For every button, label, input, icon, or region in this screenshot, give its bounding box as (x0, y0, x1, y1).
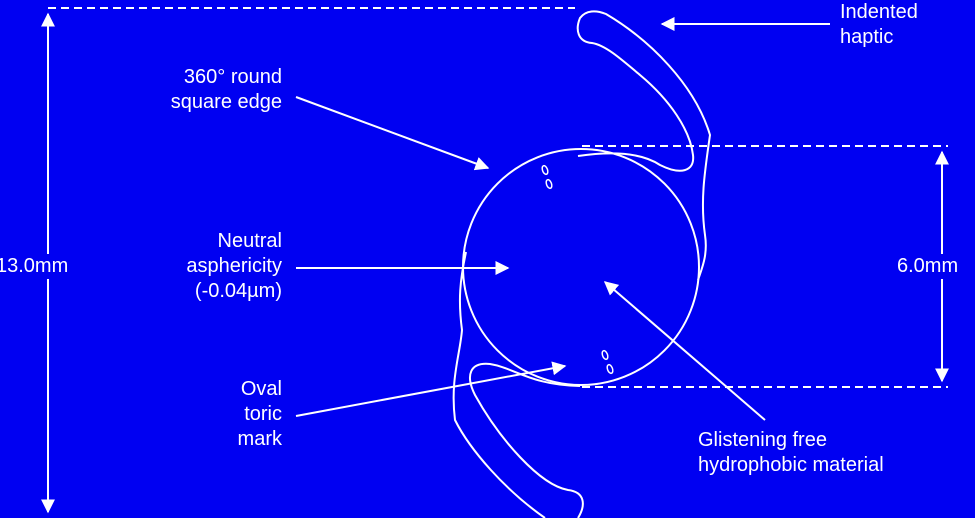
label-line: Indented (840, 1, 918, 23)
toric-mark-bottom-1 (601, 349, 609, 361)
label-line: square edge (170, 91, 282, 113)
label-line: mark (237, 428, 282, 450)
label-line: Glistening free (698, 429, 827, 451)
label-line: hydrophobic material (698, 454, 884, 476)
asphericity-label: Neutral asphericity (-0.04µm) (186, 229, 282, 304)
toric-mark-arrow (295, 361, 567, 417)
round-edge-arrow (295, 96, 490, 171)
indented-haptic-label: Indented haptic (840, 0, 918, 50)
label-line: haptic (840, 26, 894, 48)
label-line: asphericity (186, 255, 282, 277)
material-label: Glistening free hydrophobic material (698, 428, 884, 478)
label-line: Neutral (217, 230, 282, 252)
round-edge-label: 360° round square edge (171, 65, 282, 115)
overall-dimension-label: 13.0mm (0, 254, 71, 279)
toric-mark-label: Oval toric mark (238, 377, 282, 452)
label-line: (-0.04µm) (194, 280, 282, 302)
optic-dimension-label: 6.0mm (897, 254, 959, 279)
label-line: toric (244, 403, 282, 425)
toric-mark-bottom-2 (606, 363, 614, 375)
label-line: 360° round (183, 66, 282, 88)
label-line: Oval (240, 378, 282, 400)
material-arrow (603, 281, 766, 421)
toric-mark-top-2 (545, 178, 553, 190)
upper-haptic (576, 10, 712, 281)
lower-haptic (452, 251, 584, 518)
toric-mark-top-1 (541, 164, 549, 176)
